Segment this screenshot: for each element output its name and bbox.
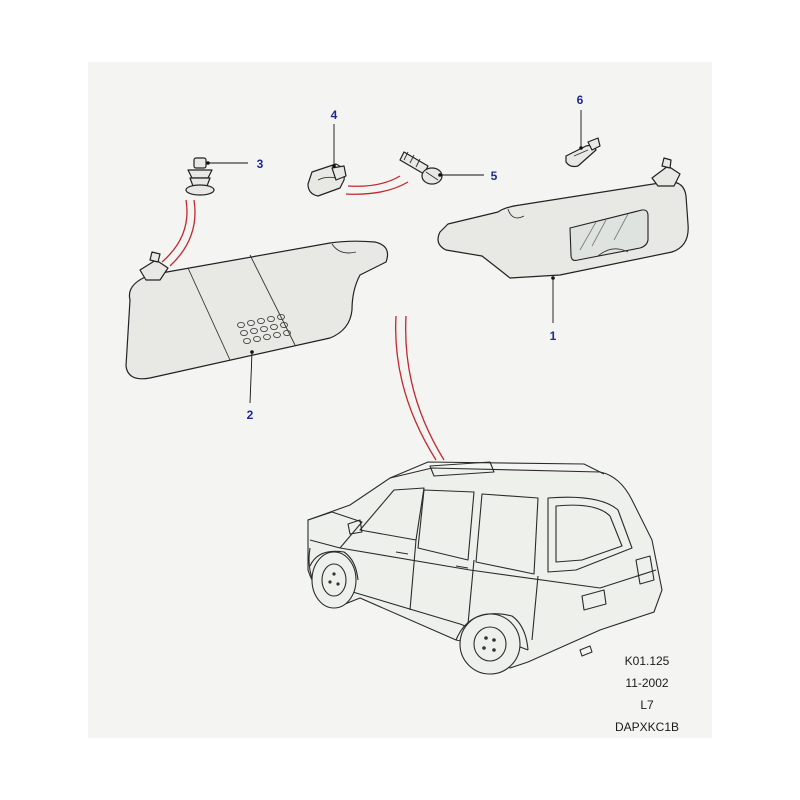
vanity-mirror [569,209,649,261]
left-sun-visor [125,240,389,380]
callout-2: 2 [247,408,254,422]
left-visor-pivot-mount [139,251,169,281]
callout-4: 4 [331,108,338,122]
leader-lines [206,110,583,404]
right-visor-pivot-mount [651,157,681,187]
callout-6: 6 [577,93,584,107]
diagram-reference: K01.125 [624,654,670,668]
right-sun-visor [437,157,689,279]
diagram-code: L7 [640,698,654,712]
callout-1: 1 [550,329,557,343]
callout-3: 3 [257,157,264,171]
callout-5: 5 [491,169,498,183]
screw [399,151,443,185]
vehicle-illustration [307,461,663,675]
diagram-date: 11-2002 [625,676,669,690]
diagram-id: DAPXKC1B [614,720,680,734]
vanity-vent-holes [237,313,291,345]
trim-clip [185,157,215,196]
assembly-connector-lines [161,175,445,461]
visor-retainer-clip [307,163,347,197]
festoon-bulb [565,137,601,168]
